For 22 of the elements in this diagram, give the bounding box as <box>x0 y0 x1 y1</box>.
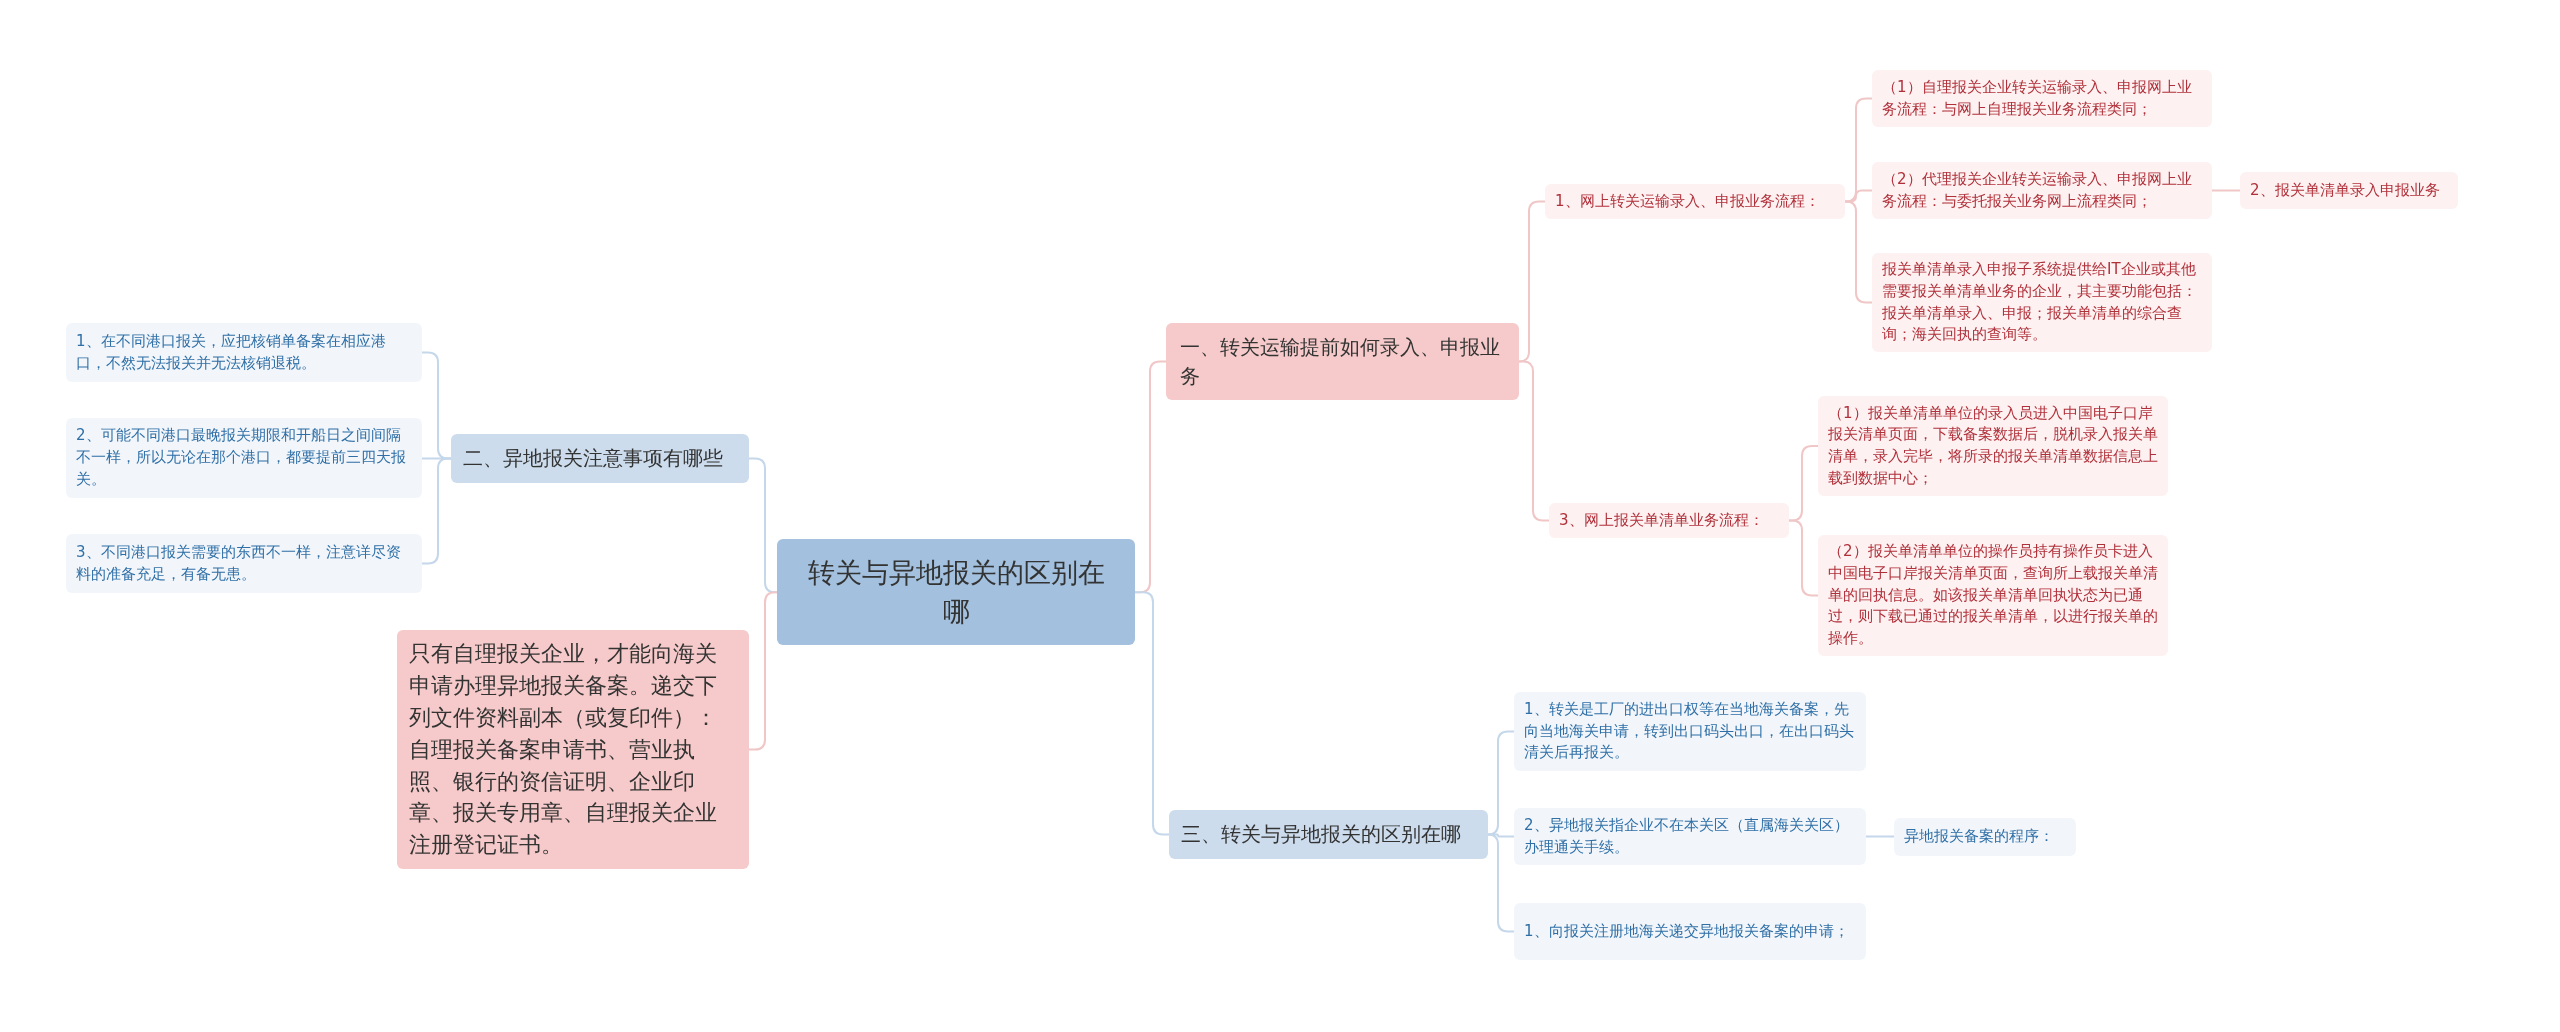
subtopic: 1、转关是工厂的进出口权等在当地海关备案，先向当地海关申请，转到出口码头出口，在出口码头清关后再报关。 <box>1514 692 1866 771</box>
subtopic: 2、报关单清单录入申报业务 <box>2240 172 2458 209</box>
note-box: 只有自理报关企业，才能向海关申请办理异地报关备案。递交下列文件资料副本（或复印件）：自理报关备案申请书、营业执照、银行的资信证明、企业印章、报关专用章、自理报关企业注册登记证书。 <box>397 630 749 870</box>
subtopic: （2）代理报关企业转关运输录入、申报网上业务流程：与委托报关业务网上流程类同； <box>1872 162 2212 219</box>
subtopic: 1、向报关注册地海关递交异地报关备案的申请； <box>1514 903 1866 960</box>
connector-line <box>2211 189 2241 192</box>
connector-line <box>1865 835 1895 838</box>
root-topic: 转关与异地报关的区别在哪 <box>777 539 1135 646</box>
subtopic: （2）报关单清单单位的操作员持有操作员卡进入中国电子口岸报关清单页面，查询所上载报关单清单的回执信息。如该报关单清单回执状态为已通过，则下载已通过的报关单清单，以进行报关单的操作。 <box>1818 535 2168 656</box>
subtopic: （1）自理报关企业转关运输录入、申报网上业务流程：与网上自理报关业务流程类同； <box>1872 70 2212 127</box>
subtopic: 报关单清单录入申报子系统提供给IT企业或其他需要报关单清单业务的企业，其主要功能包括：报关单清单录入、申报；报关单清单的综合查询；海关回执的查询等。 <box>1872 253 2212 352</box>
subtopic: 1、在不同港口报关，应把核销单备案在相应港口，不然无法报关并无法核销退税。 <box>66 323 422 382</box>
branch-topic: 三、转关与异地报关的区别在哪 <box>1169 810 1488 859</box>
subtopic: 1、网上转关运输录入、申报业务流程： <box>1545 184 1845 219</box>
subtopic: 3、不同港口报关需要的东西不一样，注意详尽资料的准备充足，有备无患。 <box>66 534 422 593</box>
subtopic: 3、网上报关单清单业务流程： <box>1549 503 1789 538</box>
subtopic: 2、可能不同港口最晚报关期限和开船日之间间隔不一样，所以无论在那个港口，都要提前三四天报关。 <box>66 418 422 498</box>
subtopic: （1）报关单清单单位的录入员进入中国电子口岸报关清单页面，下载备案数据后，脱机录入报关单清单，录入完毕，将所录的报关单清单数据信息上载到数据中心； <box>1818 396 2168 496</box>
branch-topic: 一、转关运输提前如何录入、申报业务 <box>1166 323 1519 400</box>
subtopic: 2、异地报关指企业不在本关区（直属海关关区）办理通关手续。 <box>1514 808 1866 865</box>
subtopic: 异地报关备案的程序： <box>1894 818 2076 856</box>
branch-topic: 二、异地报关注意事项有哪些 <box>451 434 749 483</box>
